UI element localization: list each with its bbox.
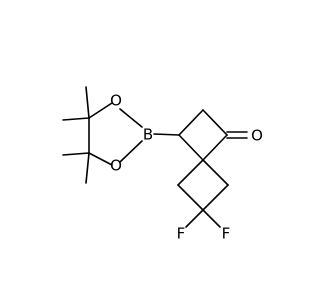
- bond-bottom-ring-right-bottom: [202, 184, 229, 211]
- bond-c-f-right: [202, 209, 221, 228]
- bond-c-f-left: [185, 209, 204, 228]
- molecule-structure: B O O O F F: [62, 86, 263, 243]
- bond-methyl-top: [85, 86, 90, 119]
- structure-canvas: B O O O F F: [62, 86, 263, 243]
- atom-label-fluorine-right: F: [222, 225, 231, 243]
- bond-b-o-top: [119, 108, 143, 128]
- bond-top-ring-left-upper: [178, 109, 204, 136]
- bond-b-c: [153, 133, 180, 136]
- bond-bottom-ring-left-bottom: [177, 184, 204, 211]
- bond-bottom-ring-spiro-right: [202, 159, 229, 186]
- bond-methyl-bottom: [85, 152, 90, 184]
- bond-b-o-bottom: [119, 140, 143, 163]
- atom-label-oxygen-carbonyl: O: [251, 127, 263, 145]
- atom-label-fluorine-left: F: [177, 225, 186, 243]
- bond-methyl-upper-left: [62, 117, 90, 121]
- bond-o-bottom-c: [88, 152, 113, 166]
- bond-top-ring-spiro-left: [178, 134, 204, 161]
- bond-o-top-c: [88, 102, 113, 119]
- bond-top-ring-right-spiro: [202, 134, 228, 161]
- atom-label-oxygen-bottom: O: [110, 157, 122, 175]
- atom-label-boron: B: [143, 126, 153, 144]
- atom-label-oxygen-top: O: [110, 92, 122, 110]
- bond-top-ring-upper-right: [202, 109, 228, 136]
- bond-methyl-lower-left: [62, 152, 90, 156]
- bond-bottom-ring-spiro-left: [177, 159, 204, 186]
